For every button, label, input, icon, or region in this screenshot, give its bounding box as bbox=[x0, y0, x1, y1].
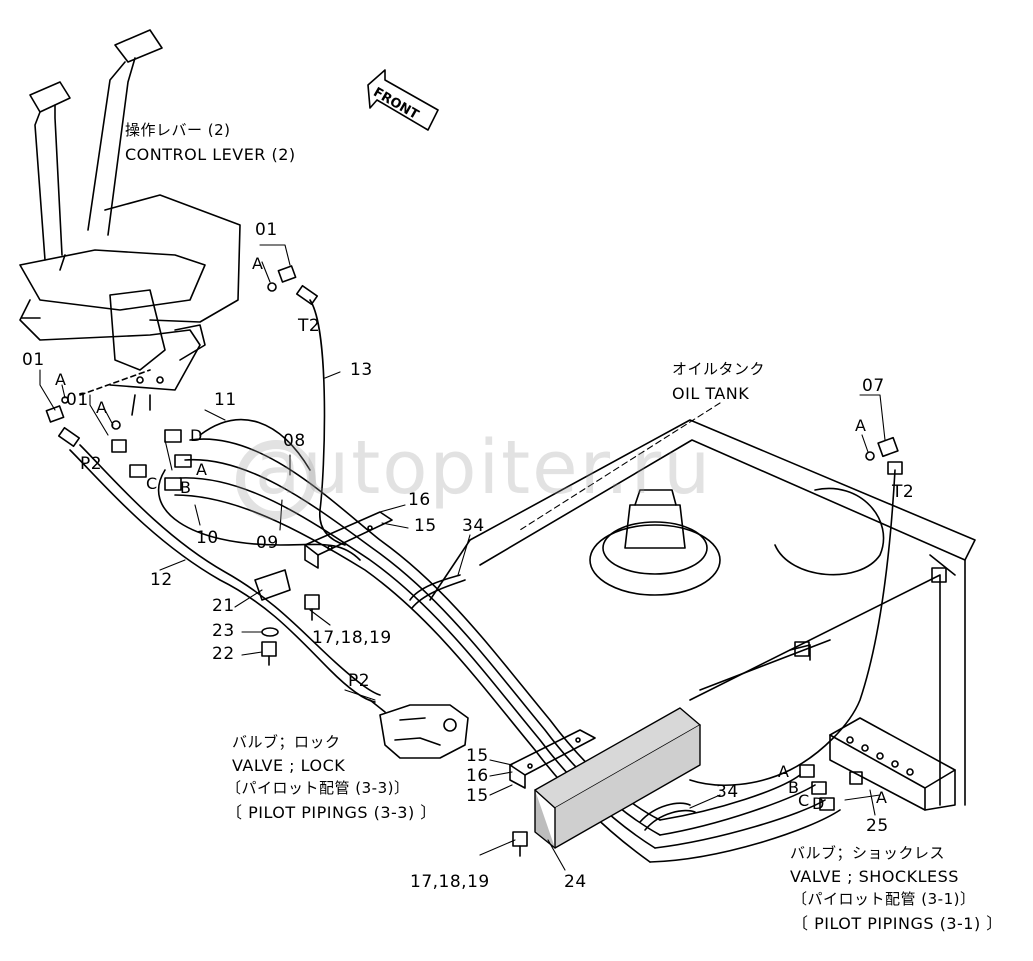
callout-34-top: 34 bbox=[462, 516, 485, 536]
callout-21: 21 bbox=[212, 596, 235, 616]
band-clamps bbox=[409, 574, 696, 831]
guard-24 bbox=[534, 707, 701, 849]
callout-16-top: 16 bbox=[408, 490, 431, 510]
callout-a-left: A bbox=[55, 370, 67, 389]
callout-t2-right: T2 bbox=[892, 482, 915, 502]
callout-23: 23 bbox=[212, 621, 235, 641]
callout-11: 11 bbox=[214, 390, 237, 410]
callout-15-top: 15 bbox=[414, 516, 437, 536]
callout-d-left: D bbox=[190, 426, 203, 445]
valve-lock-label-jp: バルブ；ロック bbox=[232, 733, 341, 751]
callout-08: 08 bbox=[283, 431, 306, 451]
callout-b-left: B bbox=[180, 478, 192, 497]
callout-34-bottom: 34 bbox=[716, 782, 739, 802]
callout-01-top: 01 bbox=[255, 220, 278, 240]
valve-shockless-label-en: VALVE ; SHOCKLESS bbox=[790, 867, 959, 886]
fittings bbox=[45, 265, 903, 857]
callout-a-mid: A bbox=[96, 398, 108, 417]
callout-p2-top: P2 bbox=[80, 454, 103, 474]
valve-lock-ref-en: 〔 PILOT PIPINGS (3-3) 〕 bbox=[226, 803, 437, 822]
clamp-top bbox=[304, 511, 393, 569]
callout-01-mid: 01 bbox=[66, 390, 89, 410]
callout-p2-bottom: P2 bbox=[348, 671, 371, 691]
lock-valve-drawing bbox=[369, 699, 469, 759]
callout-a-left2: A bbox=[196, 460, 208, 479]
callout-c-valve: C bbox=[798, 791, 810, 810]
leader-lines bbox=[39, 244, 886, 871]
callout-d-valve: D bbox=[812, 794, 825, 813]
oil-tank-label-en: OIL TANK bbox=[672, 384, 750, 403]
callout-a-top: A bbox=[252, 254, 264, 273]
control-lever-drawing bbox=[19, 29, 241, 416]
callout-15-bottom-1: 15 bbox=[466, 746, 489, 766]
callout-13: 13 bbox=[350, 360, 373, 380]
control-lever-label-en: CONTROL LEVER (2) bbox=[125, 145, 296, 164]
callout-a-valve2: A bbox=[876, 788, 888, 807]
callout-t2-left: T2 bbox=[298, 316, 321, 336]
callout-a-valve: A bbox=[778, 762, 790, 781]
control-lever-label-jp: 操作レバー (2) bbox=[125, 121, 231, 139]
callout-01-left: 01 bbox=[22, 350, 45, 370]
callout-10: 10 bbox=[196, 528, 219, 548]
watermark: autopiter.ru bbox=[255, 425, 713, 511]
callout-24: 24 bbox=[564, 872, 587, 892]
shockless-valve-drawing bbox=[829, 717, 956, 811]
callout-09: 09 bbox=[256, 533, 279, 553]
callout-07: 07 bbox=[862, 376, 885, 396]
oil-tank-label-jp: オイルタンク bbox=[672, 360, 766, 378]
front-arrow bbox=[367, 69, 439, 131]
callout-a-right: A bbox=[855, 416, 867, 435]
callout-17-top: 17,18,19 bbox=[312, 628, 392, 648]
callout-b-valve: B bbox=[788, 778, 800, 797]
valve-lock-ref-jp: 〔パイロット配管 (3-3)〕 bbox=[226, 779, 410, 797]
oil-tank-drawing bbox=[429, 419, 976, 806]
callout-c-left: C bbox=[146, 474, 158, 493]
valve-lock-label-en: VALVE ; LOCK bbox=[232, 756, 346, 775]
valve-shockless-ref-en: 〔 PILOT PIPINGS (3-1) 〕 bbox=[792, 914, 1003, 933]
callout-17-bottom: 17,18,19 bbox=[410, 872, 490, 892]
callout-15-bottom-2: 15 bbox=[466, 786, 489, 806]
watermark-ring bbox=[236, 440, 316, 520]
callout-12: 12 bbox=[150, 570, 173, 590]
callout-22: 22 bbox=[212, 644, 235, 664]
callout-16-bottom: 16 bbox=[466, 766, 489, 786]
valve-shockless-ref-jp: 〔パイロット配管 (3-1)〕 bbox=[792, 890, 976, 908]
callout-25: 25 bbox=[866, 816, 889, 836]
valve-shockless-label-jp: バルブ；ショックレス bbox=[790, 844, 946, 862]
